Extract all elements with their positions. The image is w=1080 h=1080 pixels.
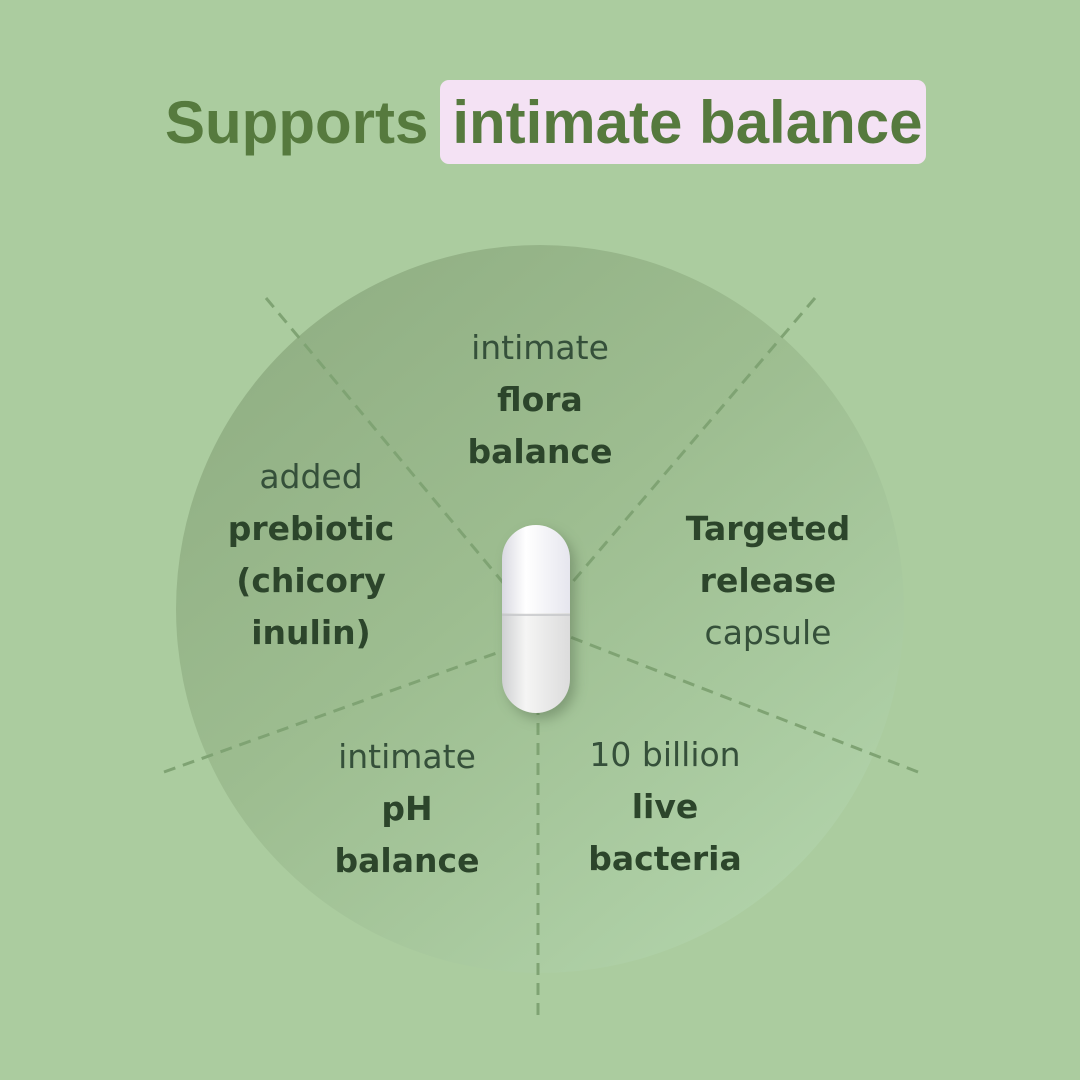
capsule-icon	[502, 525, 570, 713]
headline: Supports intimate balance	[165, 80, 927, 164]
segment-flora-line2: flora	[497, 380, 583, 419]
segment-flora-balance: intimate flora balance	[468, 322, 613, 478]
segment-release-line2: release	[699, 561, 837, 600]
segment-flora-line1: intimate	[471, 328, 609, 367]
divider-line-right	[564, 633, 919, 774]
segment-prebiotic-line1: added	[259, 457, 363, 496]
divider-line-left	[163, 648, 506, 774]
segment-prebiotic-line4: inulin)	[251, 613, 371, 652]
divider-line-top-right	[568, 297, 817, 586]
headline-highlight: intimate balance	[440, 80, 927, 164]
segment-live-bacteria: 10 billion live bacteria	[588, 729, 741, 885]
segment-ph-balance: intimate pH balance	[335, 731, 480, 887]
headline-plain: Supports	[165, 88, 429, 156]
segment-ph-line3: balance	[334, 841, 480, 880]
segment-flora-line3: balance	[467, 432, 613, 471]
segment-bacteria-line3: bacteria	[588, 839, 742, 878]
segment-bacteria-line2: live	[631, 787, 699, 826]
segment-targeted-release: Targeted release capsule	[686, 503, 851, 659]
segment-prebiotic-line3: (chicory	[236, 561, 386, 600]
segment-release-line1: Targeted	[685, 509, 851, 548]
segment-prebiotic: added prebiotic (chicory inulin)	[228, 451, 395, 659]
segment-ph-line2: pH	[381, 789, 433, 828]
segment-bacteria-line1: 10 billion	[589, 735, 741, 774]
segment-ph-line1: intimate	[338, 737, 476, 776]
segment-prebiotic-line2: prebiotic	[227, 509, 395, 548]
divider-line-top-left	[264, 297, 507, 586]
segment-release-line3: capsule	[704, 613, 832, 652]
